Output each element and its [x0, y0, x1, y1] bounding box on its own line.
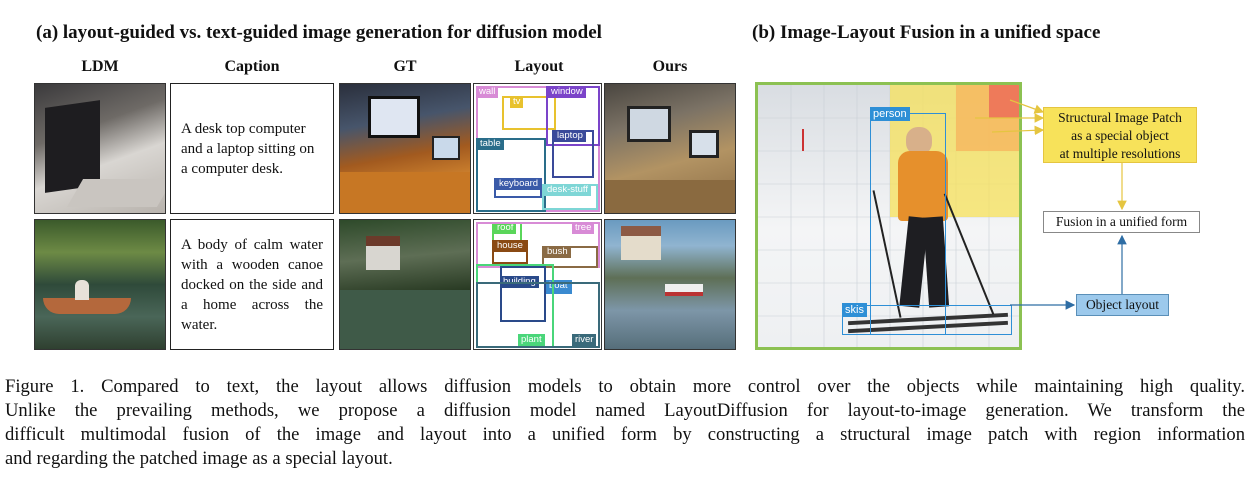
gt-image-row1	[339, 83, 471, 214]
layout-tag-house: house	[494, 240, 526, 252]
ours-image-row2	[604, 219, 736, 350]
layout-tag-desk-stuff: desk-stuff	[544, 184, 592, 196]
layout-tag-bush: bush	[544, 246, 571, 258]
figure-caption-line-4: and regarding the patched image as a spe…	[5, 448, 393, 469]
object-layout-note: Object layout	[1076, 294, 1169, 316]
structural-patch-line-3: at multiple resolutions	[1059, 146, 1181, 161]
layout-box-table	[476, 138, 546, 212]
caption-text-row2: A body of calm water with a wooden canoe…	[181, 236, 323, 333]
object-tag-person: person	[870, 107, 910, 121]
column-header-gt: GT	[393, 58, 417, 75]
fusion-note: Fusion in a unified form	[1043, 211, 1200, 233]
column-header-caption: Caption	[224, 58, 280, 75]
object-tag-skis: skis	[842, 303, 867, 317]
caption-text-row1: A desk top computer and a laptop sitting…	[181, 120, 315, 177]
caption-row2: A body of calm water with a wooden canoe…	[170, 219, 334, 350]
panel-b-title: (b) Image-Layout Fusion in a unified spa…	[752, 22, 1101, 43]
layout-image-row1: wall tv window laptop table keyboard des…	[473, 83, 602, 214]
layout-tag-table: table	[477, 138, 504, 150]
figure-caption-line-1: Figure 1. Compared to text, the layout a…	[5, 376, 1245, 397]
ski-image: person skis	[755, 82, 1022, 350]
object-box-skis	[842, 305, 1012, 335]
layout-tag-tree: tree	[572, 222, 595, 234]
layout-box-building	[500, 266, 546, 322]
ours-image-row1	[604, 83, 736, 214]
gt-image-row2	[339, 219, 471, 350]
figure-caption-line-3: difficult multimodal fusion of the image…	[5, 424, 1245, 445]
structural-patch-note: Structural Image Patch as a special obje…	[1043, 107, 1197, 163]
panel-a-title: (a) layout-guided vs. text-guided image …	[36, 22, 602, 43]
ldm-image-row1	[34, 83, 166, 214]
figure-caption: Figure 1. Compared to text, the layout a…	[5, 375, 1245, 471]
layout-box-tv	[502, 96, 556, 130]
layout-tag-roof: roof	[494, 222, 517, 234]
structural-patch-line-1: Structural Image Patch	[1058, 110, 1182, 125]
column-header-layout: Layout	[514, 58, 564, 75]
layout-tag-wall: wall	[476, 86, 499, 98]
ldm-image-row2	[34, 219, 166, 350]
caption-row1: A desk top computer and a laptop sitting…	[170, 83, 334, 214]
column-header-ldm: LDM	[81, 58, 119, 75]
layout-box-river	[476, 282, 600, 348]
layout-tag-plant: plant	[518, 334, 545, 346]
layout-tag-river: river	[572, 334, 597, 346]
panel-b-arrows	[975, 99, 1127, 310]
layout-image-row2: roof tree house bush building boat plant…	[473, 219, 602, 350]
layout-tag-tv: tv	[510, 96, 524, 108]
layout-tag-keyboard: keyboard	[496, 178, 542, 190]
figure-caption-line-2: Unlike the prevailing methods, we propos…	[5, 400, 1245, 421]
column-header-ours: Ours	[652, 58, 688, 75]
structural-patch-line-2: as a special object	[1071, 128, 1169, 143]
layout-tag-laptop: laptop	[554, 130, 586, 142]
layout-tag-window: window	[548, 86, 586, 98]
